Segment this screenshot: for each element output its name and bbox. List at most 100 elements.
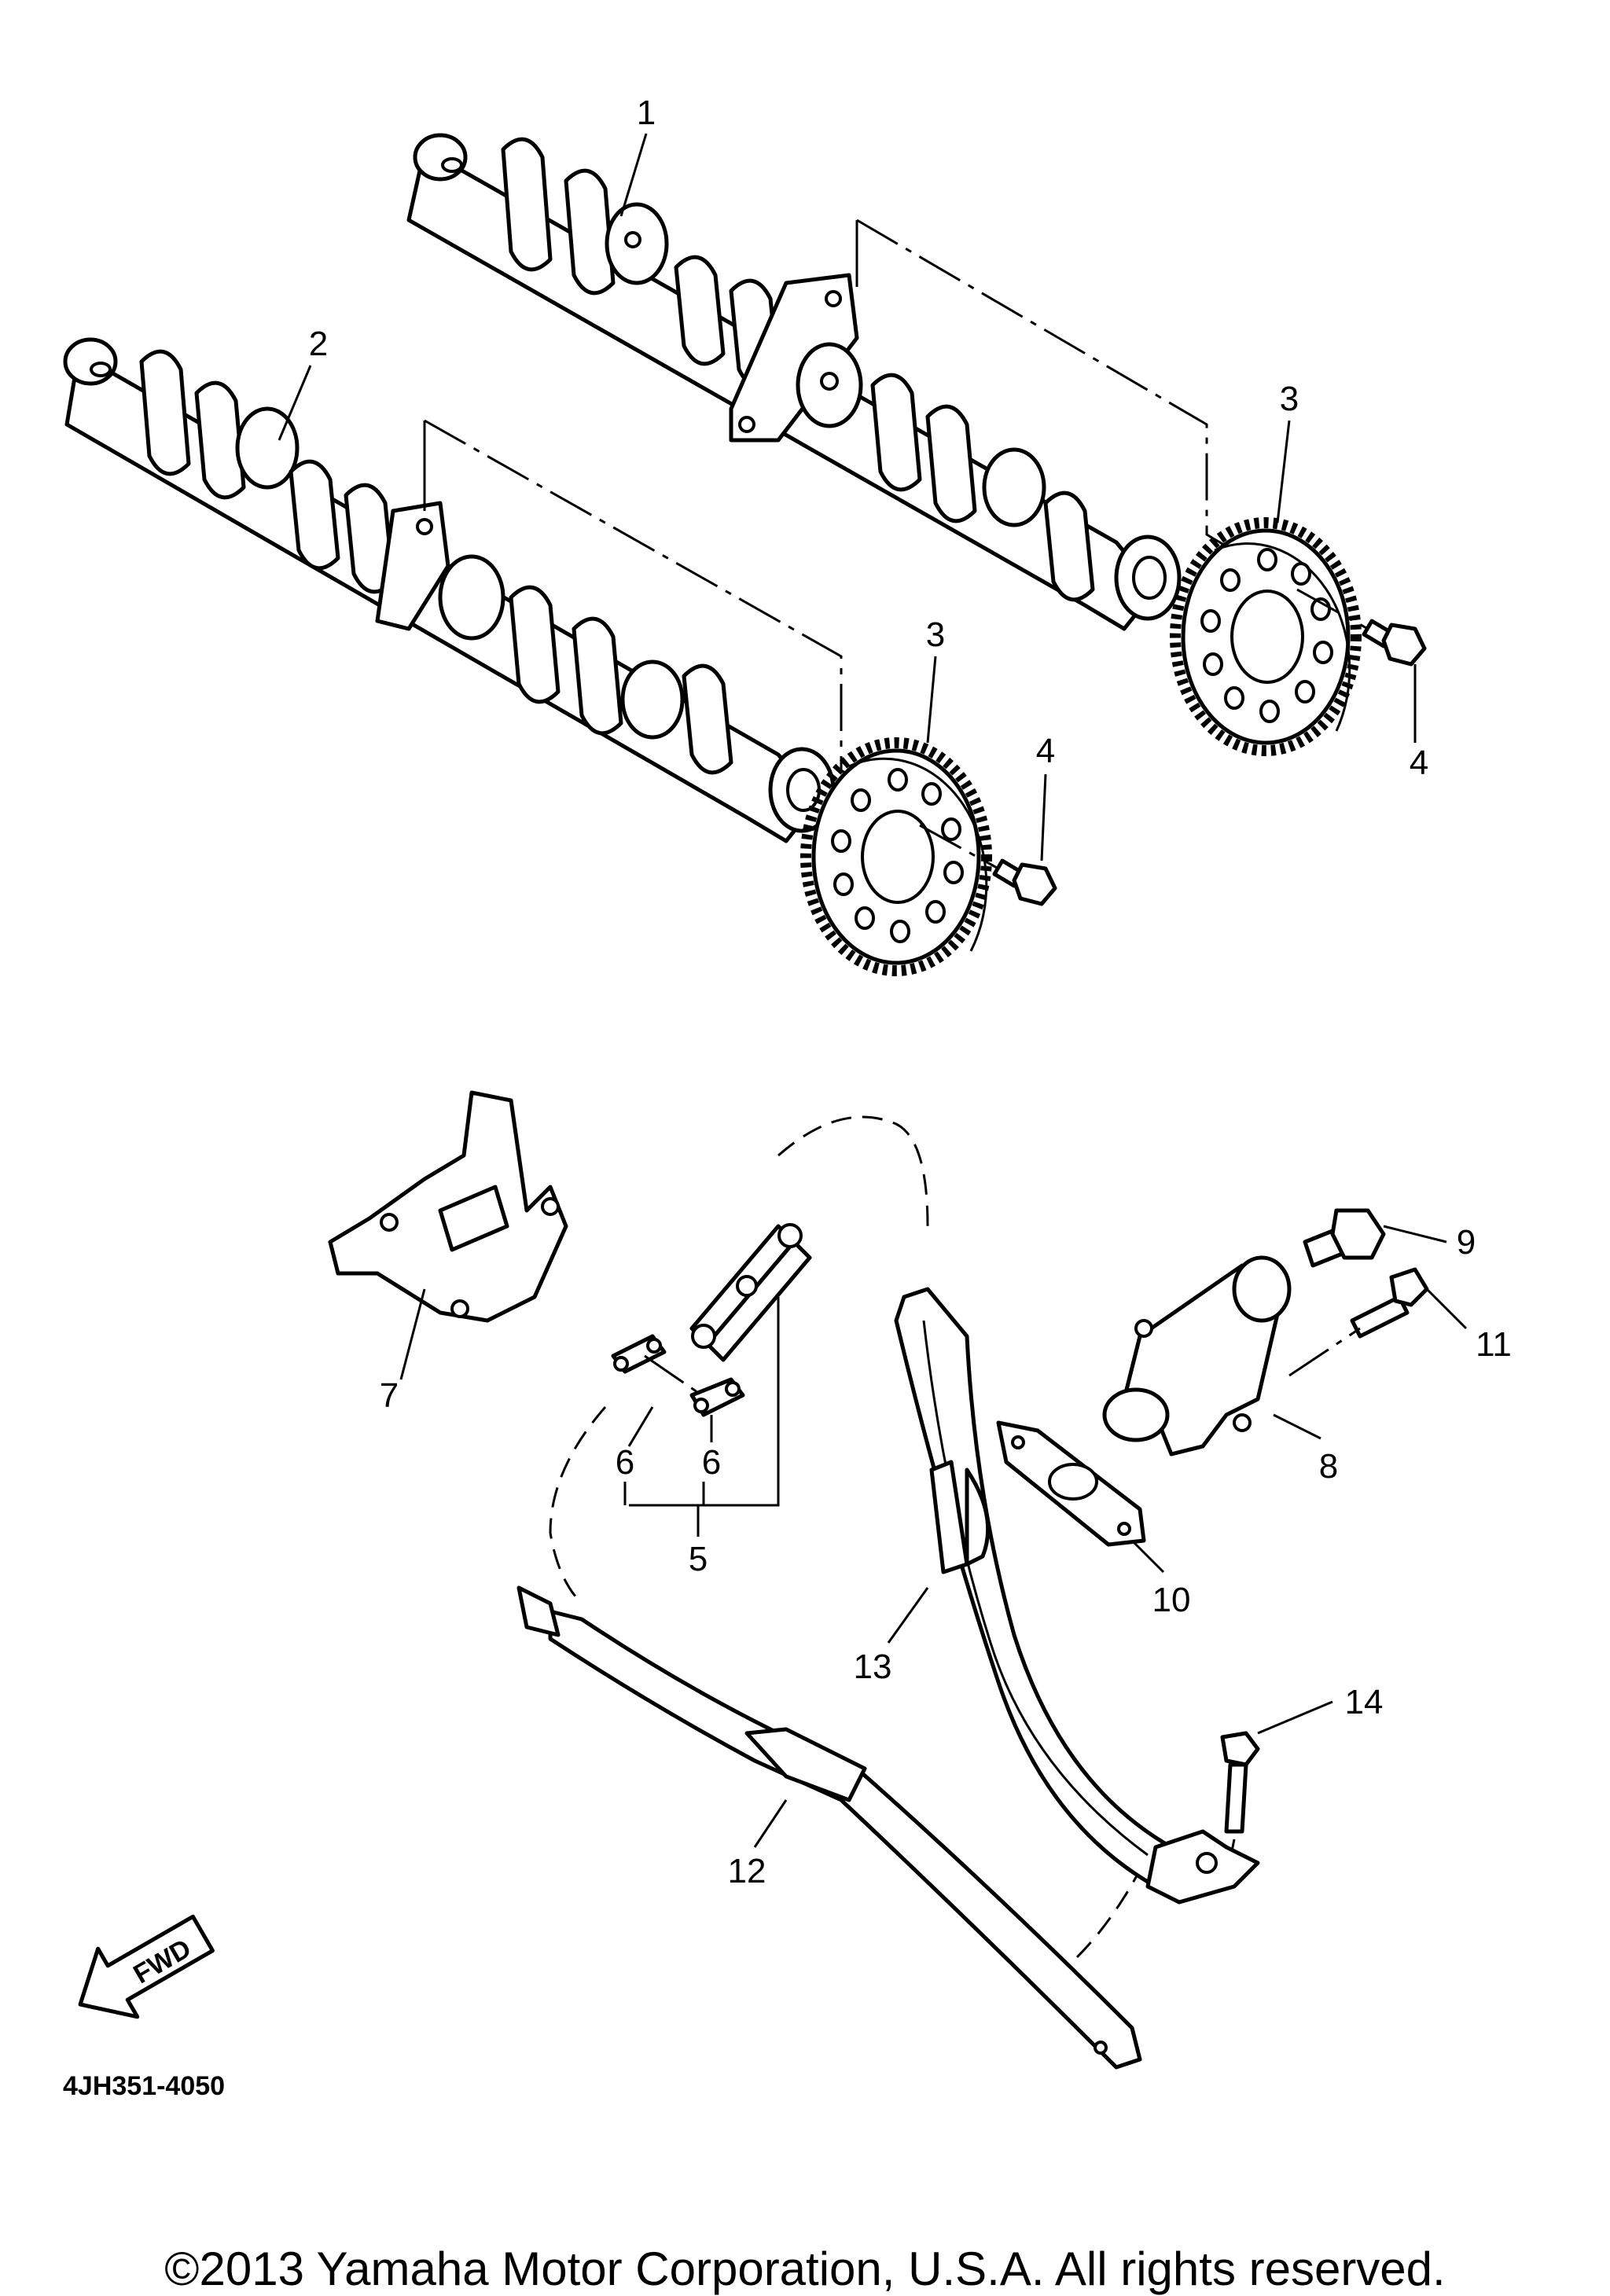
callout-1: 1 [637, 94, 656, 132]
leader-line [1130, 1539, 1165, 1574]
callout-5: 5 [689, 1540, 708, 1578]
alignment-line [1296, 588, 1369, 630]
alignment-line [644, 1354, 708, 1401]
leader-line [1273, 1413, 1321, 1440]
tensioner-cap-bolt [1303, 1208, 1386, 1268]
cam-sprocket-upper [1170, 517, 1362, 756]
camshaft-journal [620, 659, 685, 740]
cam-sprocket-lower [800, 737, 992, 976]
leader-line [753, 1799, 788, 1848]
sprocket-bolt-lower [919, 824, 1057, 906]
callout-9: 9 [1457, 1223, 1476, 1262]
cam-lobe [194, 380, 246, 500]
tensioner-gasket [996, 1420, 1146, 1547]
leader-line [1425, 1288, 1468, 1330]
camshaft-journal [438, 554, 505, 641]
cam-lobe [674, 255, 726, 366]
chain-guide-rear-rib [922, 1320, 1149, 1857]
leader-line [627, 1406, 654, 1447]
guide-pivot-bracket [1145, 1829, 1260, 1905]
sprocket-rim [1214, 542, 1351, 732]
callout-2: 2 [309, 325, 328, 363]
chain-guide-rear [894, 1287, 1189, 1889]
gasket-center-hole [1048, 1463, 1098, 1501]
camshaft-journal [982, 447, 1046, 527]
camshaft-upper-end [413, 133, 468, 182]
sprocket-bolt-holes [1200, 548, 1333, 723]
cam-lobe [870, 373, 922, 492]
callout-6-right: 6 [702, 1443, 721, 1482]
bolt-head [1220, 1731, 1260, 1767]
tensioner-cap [1232, 1255, 1292, 1323]
cam-lobe [925, 404, 977, 523]
forward-direction-arrow [78, 1914, 215, 2019]
leader-line [1276, 420, 1291, 523]
leader-line [1383, 1225, 1447, 1244]
sprocket-bolt-holes [831, 768, 964, 943]
sprocket-rim [848, 757, 988, 952]
camshaft-lower-hub-bore [786, 768, 821, 812]
cam-lobe [501, 137, 553, 272]
chain-guide-front-pivot [516, 1585, 561, 1637]
leader-line [1257, 1700, 1333, 1735]
chain-guide-front-body [548, 1609, 1142, 2070]
bolt-head [1330, 1208, 1386, 1260]
leader-line [629, 1297, 780, 1507]
callout-11: 11 [1476, 1325, 1512, 1364]
callout-13: 13 [854, 1648, 892, 1686]
arrow-shape [78, 1914, 215, 2019]
callout-7: 7 [380, 1376, 399, 1415]
timing-chain-links [689, 1223, 812, 1362]
chain-joint-plate [611, 1334, 745, 1417]
alignment-line [1288, 1327, 1361, 1377]
sprocket-center-bore [1230, 590, 1304, 684]
leader-line [278, 365, 312, 441]
sprocket-teeth [800, 737, 992, 976]
copyright-notice: ©2013 Yamaha Motor Corporation, U.S.A. A… [164, 2243, 1446, 2295]
tensioner-mount-bolt [1350, 1267, 1429, 1339]
callout-8: 8 [1319, 1447, 1338, 1486]
guide-pivot-bolt [1220, 1731, 1260, 1834]
leader-line [1040, 773, 1047, 861]
chain-guide-front [516, 1585, 1142, 2070]
bolt-head [1389, 1267, 1429, 1307]
bolt-head [1012, 862, 1057, 906]
chain-guide-front-hole [1094, 2041, 1108, 2055]
cam-lobe [139, 349, 191, 476]
flange-hole [416, 518, 433, 535]
camshaft-lower-flange [375, 501, 450, 631]
tensioner-plunger [1102, 1387, 1170, 1442]
camshaft-lower-end-hole [90, 362, 112, 377]
drawing-code: 4JH351-4050 [63, 2071, 225, 2101]
camshaft-lower-end [63, 337, 118, 386]
chain-tensioner [1102, 1255, 1292, 1457]
flange-hole [825, 290, 842, 307]
cam-lobe [682, 663, 733, 775]
chain-guide-front-damper [744, 1727, 867, 1802]
alignment-line [919, 824, 999, 870]
callout-3-lower: 3 [926, 615, 945, 654]
cam-lobe [289, 459, 340, 571]
sprocket-teeth [1170, 517, 1362, 756]
sprocket-bolt-upper [1296, 588, 1427, 667]
timing-chain-path [777, 1115, 929, 1227]
chain-guide-top [328, 1090, 568, 1323]
bolt-head [1381, 623, 1427, 667]
timing-chain-path [549, 1406, 607, 1605]
camshaft-upper [406, 133, 1182, 631]
callout-10: 10 [1152, 1581, 1191, 1619]
leader-line [887, 1587, 929, 1644]
callout-6-left: 6 [616, 1443, 634, 1482]
cam-lobe [509, 585, 561, 704]
leader-line [926, 656, 937, 744]
camshaft-journal [235, 406, 300, 490]
camshaft-upper-flange [729, 273, 859, 443]
bracket-hole [1196, 1852, 1218, 1874]
flange-hole [738, 416, 755, 433]
journal-oil-hole [624, 231, 641, 248]
camshaft-upper-hub-bore [1132, 556, 1167, 600]
camshaft-upper-end-hole [441, 157, 463, 173]
callout-3-upper: 3 [1280, 380, 1299, 418]
sprocket-center-bore [861, 810, 935, 904]
